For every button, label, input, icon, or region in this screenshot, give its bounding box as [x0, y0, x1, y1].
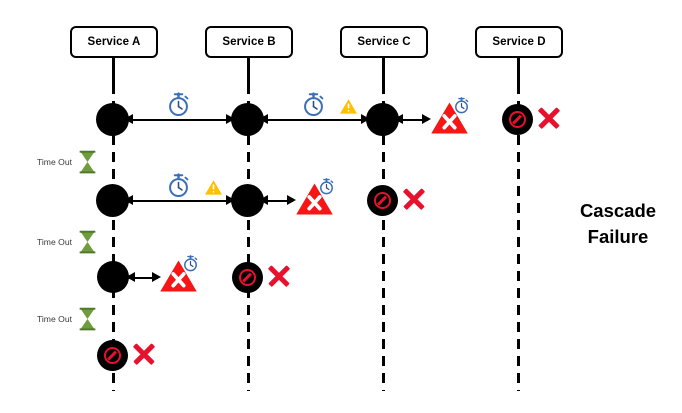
arrow-a-b-row2 [126, 200, 234, 202]
node-d-row1-blocked[interactable] [502, 104, 533, 135]
service-box-b-label: Service B [222, 36, 276, 48]
node-a-row1[interactable] [96, 103, 129, 136]
alert-triangle-icon-row3 [159, 255, 198, 293]
arrow-a-alert-row3 [128, 277, 158, 279]
service-box-d-label: Service D [492, 36, 546, 48]
node-a-row4-blocked[interactable] [97, 340, 128, 371]
service-box-d[interactable]: Service D [475, 26, 563, 58]
node-a-row2[interactable] [96, 184, 129, 217]
timeout-label-1-text: Time Out [36, 157, 72, 167]
arrow-b-c-row1 [261, 119, 369, 121]
blocked-circle-icon [373, 191, 392, 210]
arrow-head-right-b-row1 [226, 113, 235, 124]
lifeline-stub-d [517, 58, 520, 84]
stopwatch-icon-bc-row1 [301, 92, 326, 117]
red-cross-icon-c-row2 [401, 186, 427, 212]
red-cross-icon-a-row4 [131, 341, 157, 367]
arrow-head-right-alert-row1 [422, 113, 431, 124]
lifeline-b [247, 84, 250, 391]
stopwatch-icon-ab-row2 [166, 173, 191, 198]
lifeline-a [112, 84, 115, 391]
service-box-a-label: Service A [87, 36, 141, 48]
cascade-failure-label: Cascade Failure [579, 200, 657, 247]
blocked-circle-icon [238, 268, 257, 287]
timeout-label-3: Time Out [10, 314, 72, 324]
node-b-row2[interactable] [231, 184, 264, 217]
blocked-circle-icon [103, 346, 122, 365]
lifeline-c [382, 84, 385, 391]
service-box-b[interactable]: Service B [205, 26, 293, 58]
hourglass-icon-3 [78, 307, 97, 331]
timeout-label-2: Time Out [10, 237, 72, 247]
arrow-head-right-alert-row3 [152, 271, 161, 282]
lifeline-stub-a [112, 58, 115, 84]
timeout-label-3-text: Time Out [36, 314, 72, 324]
node-a-row3[interactable] [97, 261, 129, 293]
arrow-head-left-a-alert-row3 [126, 271, 135, 282]
service-box-c-label: Service C [357, 36, 411, 48]
arrow-a-b-row1 [126, 119, 234, 121]
red-cross-icon-b-row3 [266, 263, 292, 289]
warning-triangle-icon-row1 [339, 98, 358, 115]
service-box-c[interactable]: Service C [340, 26, 428, 58]
node-b-row1[interactable] [231, 103, 264, 136]
alert-triangle-icon-row1 [430, 97, 469, 135]
lifeline-stub-c [382, 58, 385, 84]
timeout-label-2-text: Time Out [36, 237, 72, 247]
arrow-head-right-alert-row2 [287, 194, 296, 205]
stopwatch-badge-icon-row3 [182, 255, 199, 272]
timeout-label-1: Time Out [10, 157, 72, 167]
lifeline-stub-b [247, 58, 250, 84]
arrow-head-right-c-row1 [361, 113, 370, 124]
stopwatch-icon-ab-row1 [166, 92, 191, 117]
service-box-a[interactable]: Service A [70, 26, 158, 58]
stopwatch-badge-icon-row2 [318, 178, 335, 195]
hourglass-icon-2 [78, 230, 97, 254]
arrow-b-alert-row2 [261, 200, 293, 202]
hourglass-icon-1 [78, 150, 97, 174]
stopwatch-badge-icon-row1 [453, 97, 470, 114]
node-c-row1[interactable] [366, 103, 399, 136]
blocked-circle-icon [508, 110, 527, 129]
alert-triangle-icon-row2 [295, 178, 334, 216]
arrow-head-right-b-row2 [226, 194, 235, 205]
lifeline-d [517, 84, 520, 391]
node-b-row3-blocked[interactable] [232, 262, 263, 293]
node-c-row2-blocked[interactable] [367, 185, 398, 216]
arrow-c-alert-row1 [396, 119, 428, 121]
warning-triangle-icon-row2 [204, 179, 223, 196]
red-cross-icon-d-row1 [536, 105, 562, 131]
